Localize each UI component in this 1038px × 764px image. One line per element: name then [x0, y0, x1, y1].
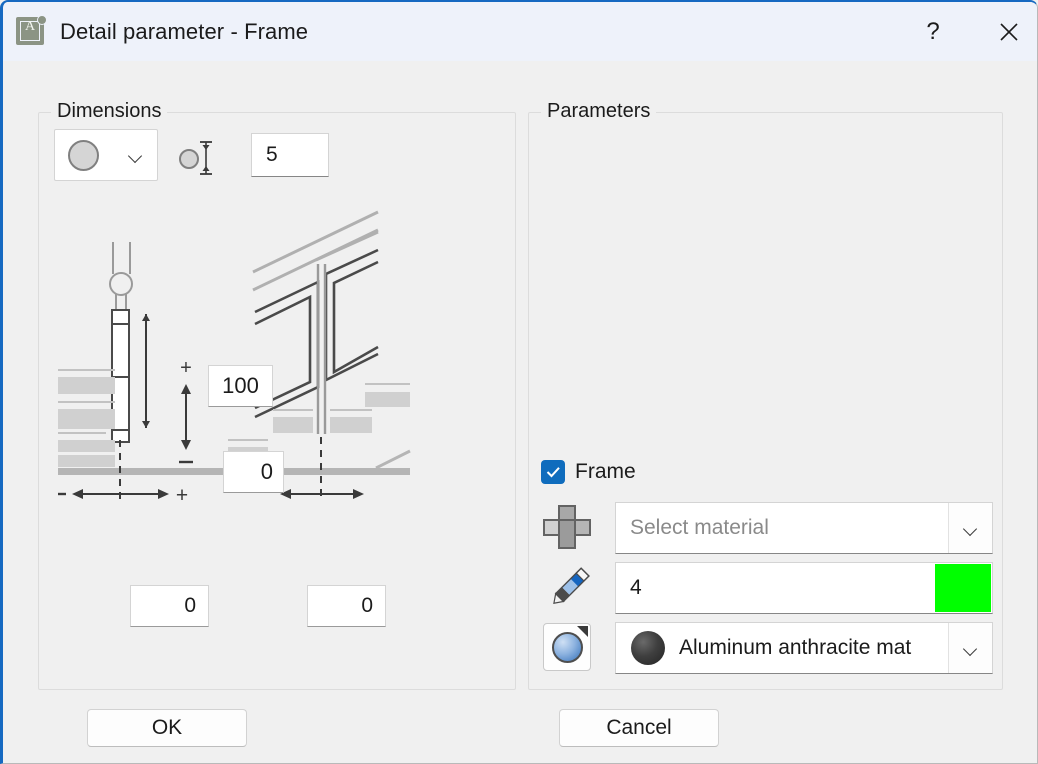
- material-cross-icon: [541, 502, 593, 554]
- frame-checkbox-label: Frame: [575, 460, 636, 483]
- frame-section-drawing: + +: [54, 202, 498, 552]
- chevron-down-icon[interactable]: [948, 503, 992, 553]
- material-placeholder: Select material: [630, 516, 769, 539]
- surface-sphere-icon[interactable]: [541, 622, 593, 674]
- dimensions-group-label: Dimensions: [51, 100, 168, 123]
- frame-checkbox[interactable]: Frame: [541, 460, 636, 484]
- chevron-down-icon[interactable]: [948, 623, 992, 673]
- app-icon-badge: [37, 14, 47, 25]
- pen-row: 4: [541, 562, 993, 614]
- surface-select[interactable]: Aluminum anthracite mat: [615, 622, 993, 674]
- pen-input[interactable]: 4: [630, 576, 642, 599]
- thickness-input[interactable]: 5: [251, 133, 329, 177]
- pen-color-swatch[interactable]: [935, 564, 991, 612]
- chevron-down-icon: [129, 151, 143, 159]
- parameters-group-label: Parameters: [541, 100, 657, 123]
- offset-input[interactable]: 0: [223, 451, 284, 493]
- window-title: Detail parameter - Frame: [60, 18, 309, 44]
- window-controls: ?: [905, 2, 1037, 61]
- title-bar: A Detail parameter - Frame ?: [3, 2, 1037, 61]
- checkbox-box: [541, 460, 565, 484]
- pen-input-wrapper: 4: [615, 562, 993, 614]
- dark-sphere-preview: [631, 631, 665, 665]
- surface-value: Aluminum anthracite mat: [679, 636, 912, 659]
- close-icon[interactable]: [981, 10, 1037, 54]
- height-input[interactable]: 100: [208, 365, 273, 407]
- surface-row: Aluminum anthracite mat: [541, 622, 993, 674]
- pencil-icon: [541, 562, 593, 614]
- profile-shape-select[interactable]: [54, 129, 158, 181]
- help-button[interactable]: ?: [926, 17, 940, 45]
- dimensions-group: Dimensions: [38, 100, 516, 690]
- right-bottom-input[interactable]: 0: [307, 585, 386, 627]
- app-icon-letter: A: [24, 18, 36, 34]
- check-icon: [546, 467, 560, 478]
- ok-button[interactable]: OK: [87, 709, 247, 747]
- cancel-button[interactable]: Cancel: [559, 709, 719, 747]
- parameters-group: Parameters: [528, 100, 1003, 690]
- material-row: Select material: [541, 502, 993, 554]
- circle-thickness-icon: [179, 138, 221, 178]
- circle-profile-icon: [68, 140, 99, 171]
- archicad-app-icon: A: [16, 14, 47, 47]
- material-select[interactable]: Select material: [615, 502, 993, 554]
- svg-text:+: +: [180, 357, 192, 379]
- left-bottom-input[interactable]: 0: [130, 585, 209, 627]
- svg-text:+: +: [176, 484, 188, 507]
